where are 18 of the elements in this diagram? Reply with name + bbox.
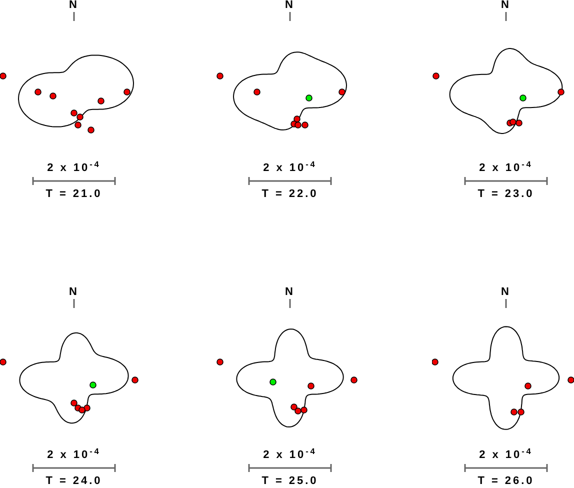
time-label: T = 26.0 bbox=[478, 475, 534, 487]
north-label: N bbox=[285, 0, 295, 11]
scale-label: 2 x 10$^{-4}$ bbox=[263, 449, 317, 461]
north-label: N bbox=[501, 0, 511, 11]
time-label: T = 22.0 bbox=[262, 188, 318, 200]
north-label: N bbox=[501, 286, 511, 298]
north-label: N bbox=[69, 0, 79, 11]
scale-label: 2 x 10$^{-4}$ bbox=[47, 162, 101, 174]
scale-label: 2 x 10$^{-4}$ bbox=[263, 162, 317, 174]
north-label: N bbox=[69, 286, 79, 298]
time-label: T = 24.0 bbox=[46, 475, 102, 487]
north-label: N bbox=[285, 286, 295, 298]
scale-label: 2 x 10$^{-4}$ bbox=[479, 162, 533, 174]
time-label: T = 25.0 bbox=[262, 475, 318, 487]
time-label: T = 23.0 bbox=[478, 188, 534, 200]
time-label: T = 21.0 bbox=[46, 188, 102, 200]
scale-label: 2 x 10$^{-4}$ bbox=[479, 449, 533, 461]
scale-label: 2 x 10$^{-4}$ bbox=[47, 449, 101, 461]
